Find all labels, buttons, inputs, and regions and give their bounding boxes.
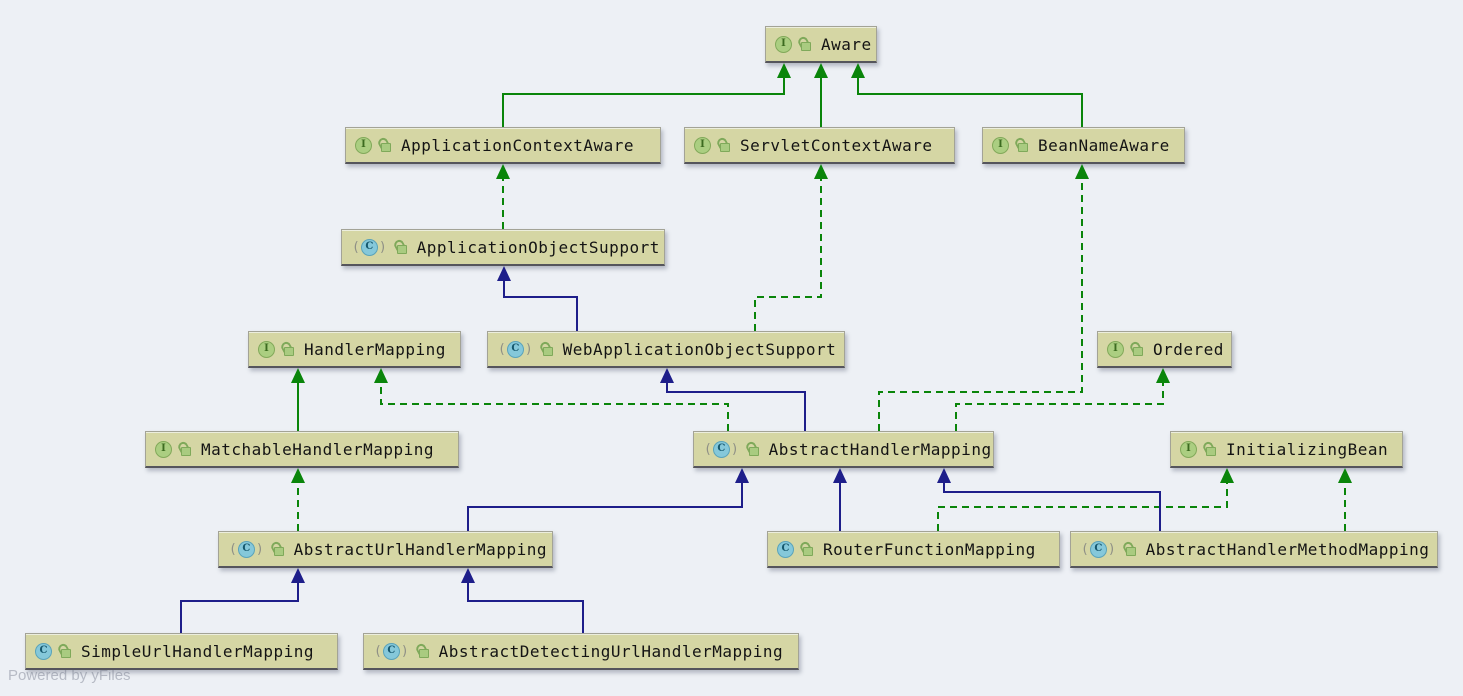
powered-by-yfiles-label: Powered by yFiles xyxy=(8,667,131,684)
node-label: MatchableHandlerMapping xyxy=(201,439,435,459)
edge-abstract-handler-mapping-implements-ordered[interactable] xyxy=(955,368,1170,431)
unlocked-padlock-icon xyxy=(178,442,191,456)
node-label: ApplicationContextAware xyxy=(401,135,635,155)
node-label: InitializingBean xyxy=(1226,439,1389,459)
interface-icon: I xyxy=(1180,440,1197,458)
abstract-paren: ) xyxy=(255,541,264,557)
edge-abstract-url-handler-mapping-extends-abstract-handler-mapping[interactable] xyxy=(467,468,749,531)
class-node-ordered[interactable]: I Ordered xyxy=(1097,331,1232,368)
edge-bean-name-aware-extends-aware[interactable] xyxy=(851,63,1083,127)
class-node-servlet-context-aware[interactable]: I ServletContextAware xyxy=(684,127,955,164)
abstract-paren: ( xyxy=(352,239,360,255)
node-label: AbstractHandlerMethodMapping xyxy=(1145,539,1430,559)
interface-icon: I xyxy=(355,136,372,154)
class-node-abstract-handler-mapping[interactable]: ( C ) AbstractHandlerMapping xyxy=(693,431,994,468)
edge-simple-url-handler-mapping-extends-abstract-url-handler-mapping[interactable] xyxy=(180,568,305,633)
interface-icon: I xyxy=(258,340,275,358)
class-icon: C xyxy=(237,540,255,558)
unlocked-padlock-icon xyxy=(1203,442,1216,456)
abstract-paren: ( xyxy=(498,341,506,357)
unlocked-padlock-icon xyxy=(281,342,294,356)
abstract-paren: ( xyxy=(1081,541,1089,557)
unlocked-padlock-icon xyxy=(717,138,730,152)
node-label: RouterFunctionMapping xyxy=(823,539,1036,559)
edge-application-context-aware-extends-aware[interactable] xyxy=(502,63,791,127)
unlocked-padlock-icon xyxy=(1015,138,1028,152)
abstract-paren: ) xyxy=(400,643,409,659)
edge-abstract-handler-mapping-extends-web-application-object-support[interactable] xyxy=(660,368,806,431)
class-node-initializing-bean[interactable]: I InitializingBean xyxy=(1170,431,1403,468)
edge-abstract-handler-mapping-implements-bean-name-aware[interactable] xyxy=(878,164,1089,431)
abstract-paren: ) xyxy=(378,239,387,255)
abstract-paren: ) xyxy=(730,441,739,457)
node-label: BeanNameAware xyxy=(1038,135,1170,155)
class-icon: C xyxy=(1089,540,1107,558)
class-node-handler-mapping[interactable]: I HandlerMapping xyxy=(248,331,461,368)
unlocked-padlock-icon xyxy=(540,342,553,356)
interface-icon: I xyxy=(1107,340,1124,358)
unlocked-padlock-icon xyxy=(394,240,407,254)
unlocked-padlock-icon xyxy=(800,542,813,556)
class-node-matchable-handler-mapping[interactable]: I MatchableHandlerMapping xyxy=(145,431,459,468)
class-icon: C xyxy=(382,642,400,660)
unlocked-padlock-icon xyxy=(1130,342,1143,356)
class-icon: C xyxy=(777,540,794,558)
edge-abstract-detecting-url-handler-mapping-extends-abstract-url-handler-mapping[interactable] xyxy=(461,568,584,633)
interface-icon: I xyxy=(992,136,1009,154)
abstract-paren: ( xyxy=(374,643,382,659)
class-node-application-context-aware[interactable]: I ApplicationContextAware xyxy=(345,127,661,164)
node-label: Aware xyxy=(821,34,872,54)
unlocked-padlock-icon xyxy=(746,442,759,456)
class-icon: C xyxy=(35,642,52,660)
class-node-bean-name-aware[interactable]: I BeanNameAware xyxy=(982,127,1185,164)
edge-router-function-mapping-implements-initializing-bean[interactable] xyxy=(937,468,1234,531)
edge-web-application-object-support-implements-servlet-context-aware[interactable] xyxy=(754,164,828,331)
node-label: ApplicationObjectSupport xyxy=(416,237,660,257)
node-label: Ordered xyxy=(1153,339,1224,359)
abstract-paren: ) xyxy=(1107,541,1116,557)
edge-abstract-handler-mapping-implements-handler-mapping[interactable] xyxy=(374,368,729,431)
class-icon: C xyxy=(360,238,378,256)
class-node-abstract-url-handler-mapping[interactable]: ( C ) AbstractUrlHandlerMapping xyxy=(218,531,553,568)
node-label: AbstractHandlerMapping xyxy=(768,439,992,459)
node-label: AbstractDetectingUrlHandlerMapping xyxy=(438,641,784,661)
unlocked-padlock-icon xyxy=(58,644,71,658)
unlocked-padlock-icon xyxy=(1123,542,1136,556)
interface-icon: I xyxy=(694,136,711,154)
class-node-simple-url-handler-mapping[interactable]: C SimpleUrlHandlerMapping xyxy=(25,633,338,670)
class-node-web-application-object-support[interactable]: ( C ) WebApplicationObjectSupport xyxy=(487,331,845,368)
node-label: WebApplicationObjectSupport xyxy=(562,339,837,359)
node-label: AbstractUrlHandlerMapping xyxy=(293,539,547,559)
class-node-abstract-detecting-url-handler-mapping[interactable]: ( C ) AbstractDetectingUrlHandlerMapping xyxy=(363,633,799,670)
class-icon: C xyxy=(506,340,524,358)
edge-abstract-handler-method-mapping-extends-abstract-handler-mapping[interactable] xyxy=(937,468,1161,531)
unlocked-padlock-icon xyxy=(378,138,391,152)
class-node-aware[interactable]: I Aware xyxy=(765,26,877,63)
class-node-abstract-handler-method-mapping[interactable]: ( C ) AbstractHandlerMethodMapping xyxy=(1070,531,1438,568)
node-label: HandlerMapping xyxy=(304,339,446,359)
node-label: ServletContextAware xyxy=(740,135,933,155)
class-icon: C xyxy=(712,440,730,458)
node-label: SimpleUrlHandlerMapping xyxy=(81,641,315,661)
interface-icon: I xyxy=(775,35,792,53)
class-node-router-function-mapping[interactable]: C RouterFunctionMapping xyxy=(767,531,1060,568)
abstract-paren: ( xyxy=(229,541,237,557)
class-node-application-object-support[interactable]: ( C ) ApplicationObjectSupport xyxy=(341,229,665,266)
edge-web-application-object-support-extends-application-object-support[interactable] xyxy=(497,266,578,331)
unlocked-padlock-icon xyxy=(271,542,284,556)
abstract-paren: ) xyxy=(524,341,533,357)
unlocked-padlock-icon xyxy=(416,644,429,658)
interface-icon: I xyxy=(155,440,172,458)
abstract-paren: ( xyxy=(704,441,712,457)
unlocked-padlock-icon xyxy=(798,37,811,51)
